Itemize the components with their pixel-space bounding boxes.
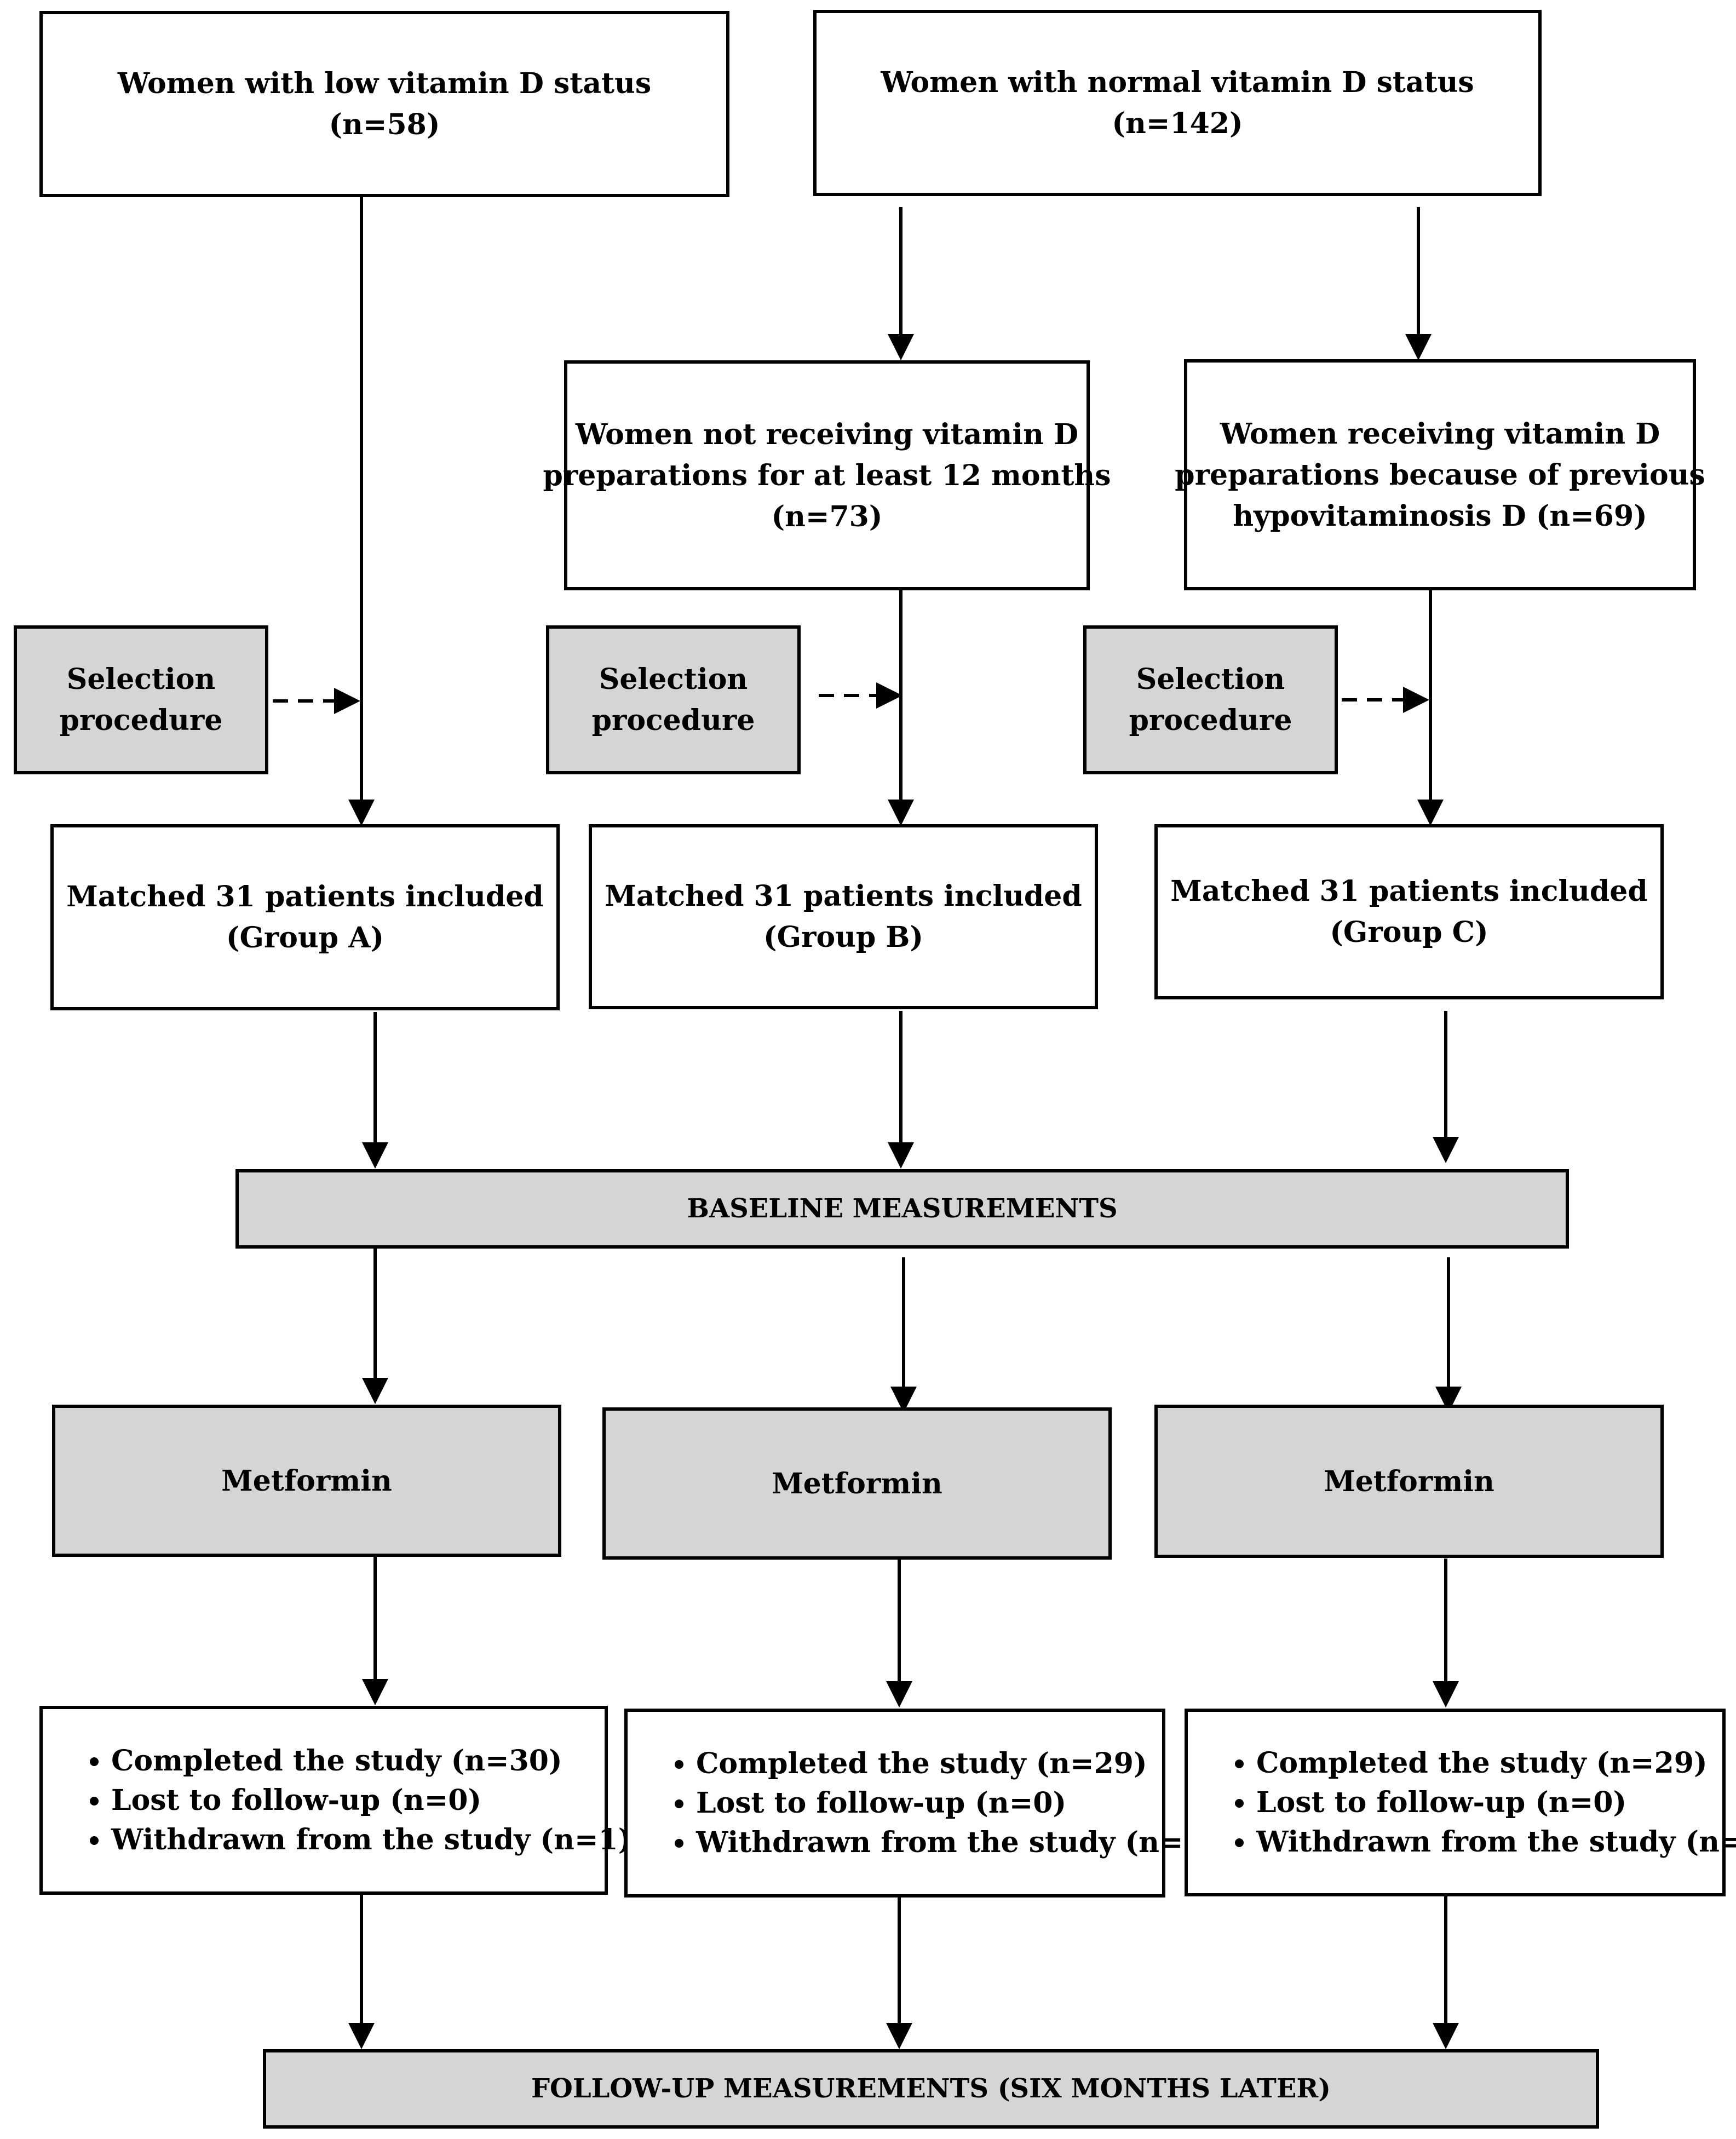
baseline-measurements-label: BASELINE MEASUREMENTS <box>687 1193 1118 1224</box>
not-receiving-box: Women not receiving vitamin D preparatio… <box>543 360 1111 590</box>
outcome-a-box: Completed the study (n=30) Lost to follo… <box>39 1706 631 1895</box>
selection-label: procedure <box>591 704 755 737</box>
receiving-box: Women receiving vitamin D preparations b… <box>1175 359 1705 590</box>
outcome-c-lost: Lost to follow-up (n=0) <box>1256 1783 1722 1822</box>
outcome-a-completed: Completed the study (n=30) <box>111 1741 605 1781</box>
selection-label: procedure <box>59 704 223 737</box>
outcome-b-completed: Completed the study (n=29) <box>696 1744 1162 1784</box>
receiving-line1: Women receiving vitamin D <box>1220 417 1660 451</box>
metformin-c-label: Metformin <box>1324 1464 1494 1498</box>
follow-up-measurements-box: FOLLOW-UP MEASUREMENTS (SIX MONTHS LATER… <box>263 2049 1599 2129</box>
low-vitamin-d-count: (n=58) <box>329 108 440 141</box>
baseline-measurements-box: BASELINE MEASUREMENTS <box>235 1169 1569 1249</box>
not-receiving-line3: (n=73) <box>771 499 883 533</box>
normal-vitamin-d-count: (n=142) <box>1112 107 1243 140</box>
receiving-line2: preparations because of previous <box>1175 458 1705 492</box>
selection-label: Selection <box>1136 663 1285 696</box>
group-a-box: Matched 31 patients included (Group A) <box>50 824 560 1010</box>
group-a-line2: (Group A) <box>226 921 384 955</box>
metformin-b-box: Metformin <box>602 1407 1112 1560</box>
not-receiving-line2: preparations for at least 12 months <box>543 458 1111 492</box>
group-a-line1: Matched 31 patients included <box>66 880 544 913</box>
outcome-b-withdrawn: Withdrawn from the study (n=2) <box>696 1823 1216 1862</box>
outcome-c-withdrawn: Withdrawn from the study (n=2) <box>1256 1822 1736 1862</box>
selection-label: procedure <box>1129 704 1292 737</box>
selection-label: Selection <box>599 663 748 696</box>
selection-procedure-a: Selection procedure <box>14 625 268 774</box>
outcome-a-lost: Lost to follow-up (n=0) <box>111 1781 605 1820</box>
outcome-b-lost: Lost to follow-up (n=0) <box>696 1784 1162 1823</box>
group-b-line1: Matched 31 patients included <box>605 879 1082 913</box>
metformin-a-label: Metformin <box>221 1464 392 1498</box>
group-c-line2: (Group C) <box>1330 916 1488 949</box>
outcome-a-withdrawn: Withdrawn from the study (n=1) <box>111 1820 631 1860</box>
low-vitamin-d-box: Women with low vitamin D status (n=58) <box>39 11 729 197</box>
selection-procedure-b: Selection procedure <box>546 625 801 774</box>
normal-vitamin-d-box: Women with normal vitamin D status (n=14… <box>813 10 1542 196</box>
follow-up-measurements-label: FOLLOW-UP MEASUREMENTS (SIX MONTHS LATER… <box>531 2073 1331 2104</box>
selection-label: Selection <box>66 663 216 696</box>
selection-procedure-c: Selection procedure <box>1083 625 1338 774</box>
metformin-b-label: Metformin <box>772 1467 942 1500</box>
normal-vitamin-d-title: Women with normal vitamin D status <box>881 66 1474 99</box>
not-receiving-line1: Women not receiving vitamin D <box>575 417 1079 451</box>
group-c-box: Matched 31 patients included (Group C) <box>1154 824 1664 999</box>
metformin-c-box: Metformin <box>1154 1405 1664 1558</box>
group-b-line2: (Group B) <box>763 921 923 954</box>
outcome-b-box: Completed the study (n=29) Lost to follo… <box>624 1709 1216 1898</box>
receiving-line3: hypovitaminosis D (n=69) <box>1233 499 1647 533</box>
low-vitamin-d-title: Women with low vitamin D status <box>117 67 652 100</box>
outcome-c-completed: Completed the study (n=29) <box>1256 1744 1722 1783</box>
outcome-c-box: Completed the study (n=29) Lost to follo… <box>1185 1709 1736 1896</box>
group-b-box: Matched 31 patients included (Group B) <box>589 824 1098 1009</box>
group-c-line1: Matched 31 patients included <box>1170 875 1648 908</box>
metformin-a-box: Metformin <box>52 1405 561 1557</box>
